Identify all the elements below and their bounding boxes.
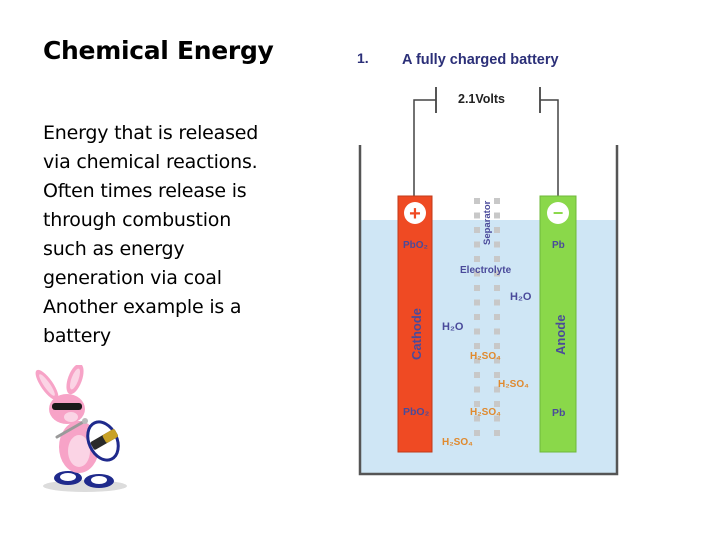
separator-dot	[494, 314, 500, 320]
negative-terminal-icon: −	[547, 202, 569, 224]
body-line: generation via coal	[43, 267, 222, 289]
anode-label: Anode	[553, 315, 568, 355]
water-left-label: H₂O	[442, 321, 464, 333]
body-line: via chemical reactions.	[43, 151, 258, 173]
slide-title: Chemical Energy	[43, 36, 274, 65]
separator-dot	[474, 415, 480, 422]
separator-dot	[494, 198, 500, 204]
acid-label: H₂SO₄	[470, 407, 501, 418]
body-line: Energy that is released	[43, 122, 259, 144]
pink-bunny-mascot-icon	[35, 363, 127, 492]
separator-dot	[494, 430, 500, 436]
anode-bottom-compound: Pb	[552, 407, 565, 419]
cathode-wire	[413, 99, 436, 196]
battery-container	[358, 145, 619, 476]
acid-label: H₂SO₄	[442, 437, 473, 448]
separator-dot	[494, 241, 500, 248]
positive-terminal-icon: +	[404, 202, 426, 225]
separator-dot	[494, 343, 500, 349]
body-line: battery	[43, 325, 111, 347]
acid-label: H₂SO₄	[498, 379, 529, 390]
anode-plate	[539, 195, 577, 453]
separator-dot	[494, 386, 500, 393]
battery-diagram: 1. A fully charged battery 2.1Volts + − …	[340, 30, 640, 490]
water-right-label: H₂O	[510, 291, 532, 303]
separator-dot	[494, 212, 500, 219]
separator-dot	[474, 343, 480, 349]
separator-dot	[494, 401, 500, 407]
separator-dot	[494, 328, 500, 335]
separator-dot	[474, 270, 480, 277]
separator-dot	[474, 256, 480, 262]
cathode-bottom-compound: PbO₂	[403, 406, 430, 418]
separator-dot	[474, 227, 480, 233]
diagram-heading: A fully charged battery	[402, 52, 559, 68]
body-line: Another example is a	[43, 296, 242, 318]
separator-dot	[474, 212, 480, 219]
separator-dot	[474, 241, 480, 248]
separator-label: Separator	[482, 200, 493, 245]
body-text: Energy that is released via chemical rea…	[43, 119, 283, 351]
body-line: such as energy	[43, 238, 185, 260]
electrolyte-label: Electrolyte	[460, 265, 512, 276]
separator-dot	[474, 299, 480, 306]
separator-dot	[474, 357, 480, 364]
separator-dot	[474, 285, 480, 291]
separator-dot	[494, 299, 500, 306]
separator-dot	[494, 227, 500, 233]
separator-dot	[494, 372, 500, 378]
voltage-label: 2.1Volts	[458, 92, 505, 106]
anode-wire	[540, 99, 559, 196]
separator-dot	[474, 386, 480, 393]
separator-dots	[474, 198, 500, 436]
separator-dot	[474, 198, 480, 204]
separator-dot	[474, 328, 480, 335]
svg-text:+: +	[409, 203, 421, 225]
anode-top-compound: Pb	[552, 240, 565, 251]
cathode-top-compound: PbO₂	[403, 240, 428, 251]
separator-dot	[474, 314, 480, 320]
svg-text:−: −	[553, 203, 564, 223]
acid-label: H₂SO₄	[470, 351, 501, 362]
cathode-label: Cathode	[409, 308, 424, 360]
bunny-mascot-image	[35, 363, 135, 495]
separator-dot	[494, 285, 500, 291]
separator-dot	[474, 372, 480, 378]
separator-dot	[494, 357, 500, 364]
separator-dot	[494, 415, 500, 422]
separator-dot	[474, 430, 480, 436]
separator-dot	[494, 270, 500, 277]
cathode-plate	[397, 195, 433, 453]
separator-dot	[474, 401, 480, 407]
body-line: through combustion	[43, 209, 232, 231]
body-line: Often times release is	[43, 180, 247, 202]
diagram-number: 1.	[357, 50, 369, 66]
separator-dot	[494, 256, 500, 262]
